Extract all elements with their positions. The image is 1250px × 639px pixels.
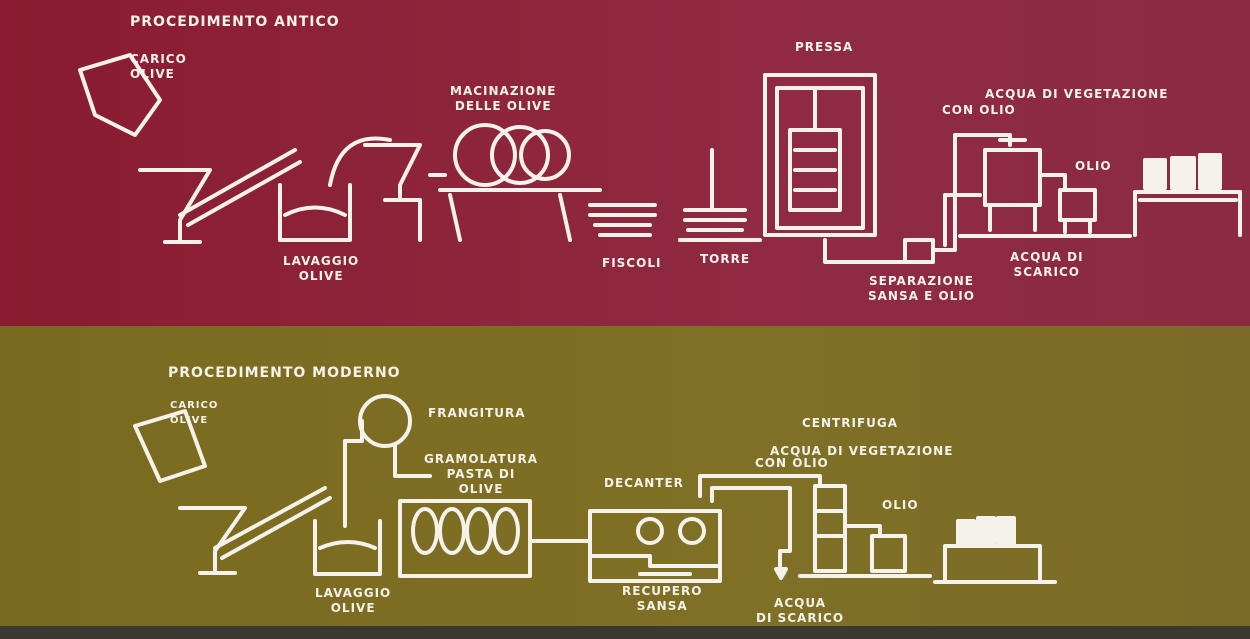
label-lavaggio-olive: Lavaggio olive [315, 586, 392, 615]
wash-tank-icon [278, 183, 352, 242]
label-macinazione: Macinazione delle olive [450, 84, 557, 113]
crusher-icon [343, 394, 432, 528]
label-torre: Torre [700, 252, 751, 266]
wash-tank-icon [313, 519, 382, 576]
olive-bag-icon [78, 53, 162, 137]
modern-process-title: Procedimento moderno [168, 365, 401, 381]
label-olio: Olio [1075, 159, 1112, 173]
label-acqua-scarico: Acqua di scarico [1010, 250, 1084, 279]
modern-process-panel: Procedimento moderno Carico olive Lavagg… [0, 326, 1250, 626]
fiscoli-icon [588, 203, 657, 237]
oil-pot-icon [870, 534, 907, 573]
tower-icon [678, 148, 762, 242]
ancient-process-panel: Procedimento antico Carico olive Lavaggi… [0, 0, 1250, 326]
malaxer-icon [398, 499, 592, 578]
label-frangitura: Frangitura [428, 406, 526, 420]
conveyor-icon [178, 148, 302, 227]
settling-tank-icon [983, 138, 1067, 232]
label-carico-olive: Carico olive [130, 52, 187, 81]
olive-bag-icon [133, 409, 207, 483]
millstone-icon [428, 123, 602, 242]
pipe-icon [328, 136, 392, 187]
hopper-icon [138, 168, 212, 244]
label-con-olio: con olio [755, 456, 829, 470]
conveyor-icon [213, 486, 332, 560]
hopper-icon [178, 506, 247, 575]
label-acqua-vegetazione: Acqua di vegetazione [985, 87, 1169, 101]
label-decanter: Decanter [604, 476, 684, 490]
label-carico-olive: Carico olive [170, 400, 219, 426]
ancient-process-title: Procedimento antico [130, 14, 340, 30]
label-con-olio: con olio [942, 103, 1016, 117]
label-separazione: Separazione sansa e olio [868, 274, 975, 303]
modern-process-drawing [133, 394, 1057, 584]
ancient-process-drawing [78, 53, 1242, 264]
label-pressa: Pressa [795, 40, 854, 54]
separator-icon [903, 133, 1012, 264]
label-recupero-sansa: Recupero sansa [622, 584, 703, 613]
label-lavaggio-olive: Lavaggio olive [283, 254, 360, 283]
centrifuge-icon [813, 484, 882, 573]
oil-pot-icon [1058, 188, 1097, 234]
label-fiscoli: Fiscoli [602, 256, 662, 270]
label-acqua-scarico: Acqua di scarico [756, 596, 845, 625]
drain-arrow-icon [774, 567, 788, 580]
label-centrifuga: Centrifuga [802, 416, 899, 430]
label-gramolatura: Gramolatura pasta di olive [424, 452, 538, 496]
mill-hopper-icon [363, 143, 422, 242]
pipe-icon [698, 474, 822, 568]
bottles-icon [933, 516, 1057, 584]
decanter-icon [588, 509, 722, 583]
label-acqua-vegetazione: Acqua di vegetazione [770, 444, 954, 458]
press-icon [763, 73, 907, 264]
bottles-icon [1133, 153, 1242, 237]
label-olio: Olio [882, 498, 919, 512]
